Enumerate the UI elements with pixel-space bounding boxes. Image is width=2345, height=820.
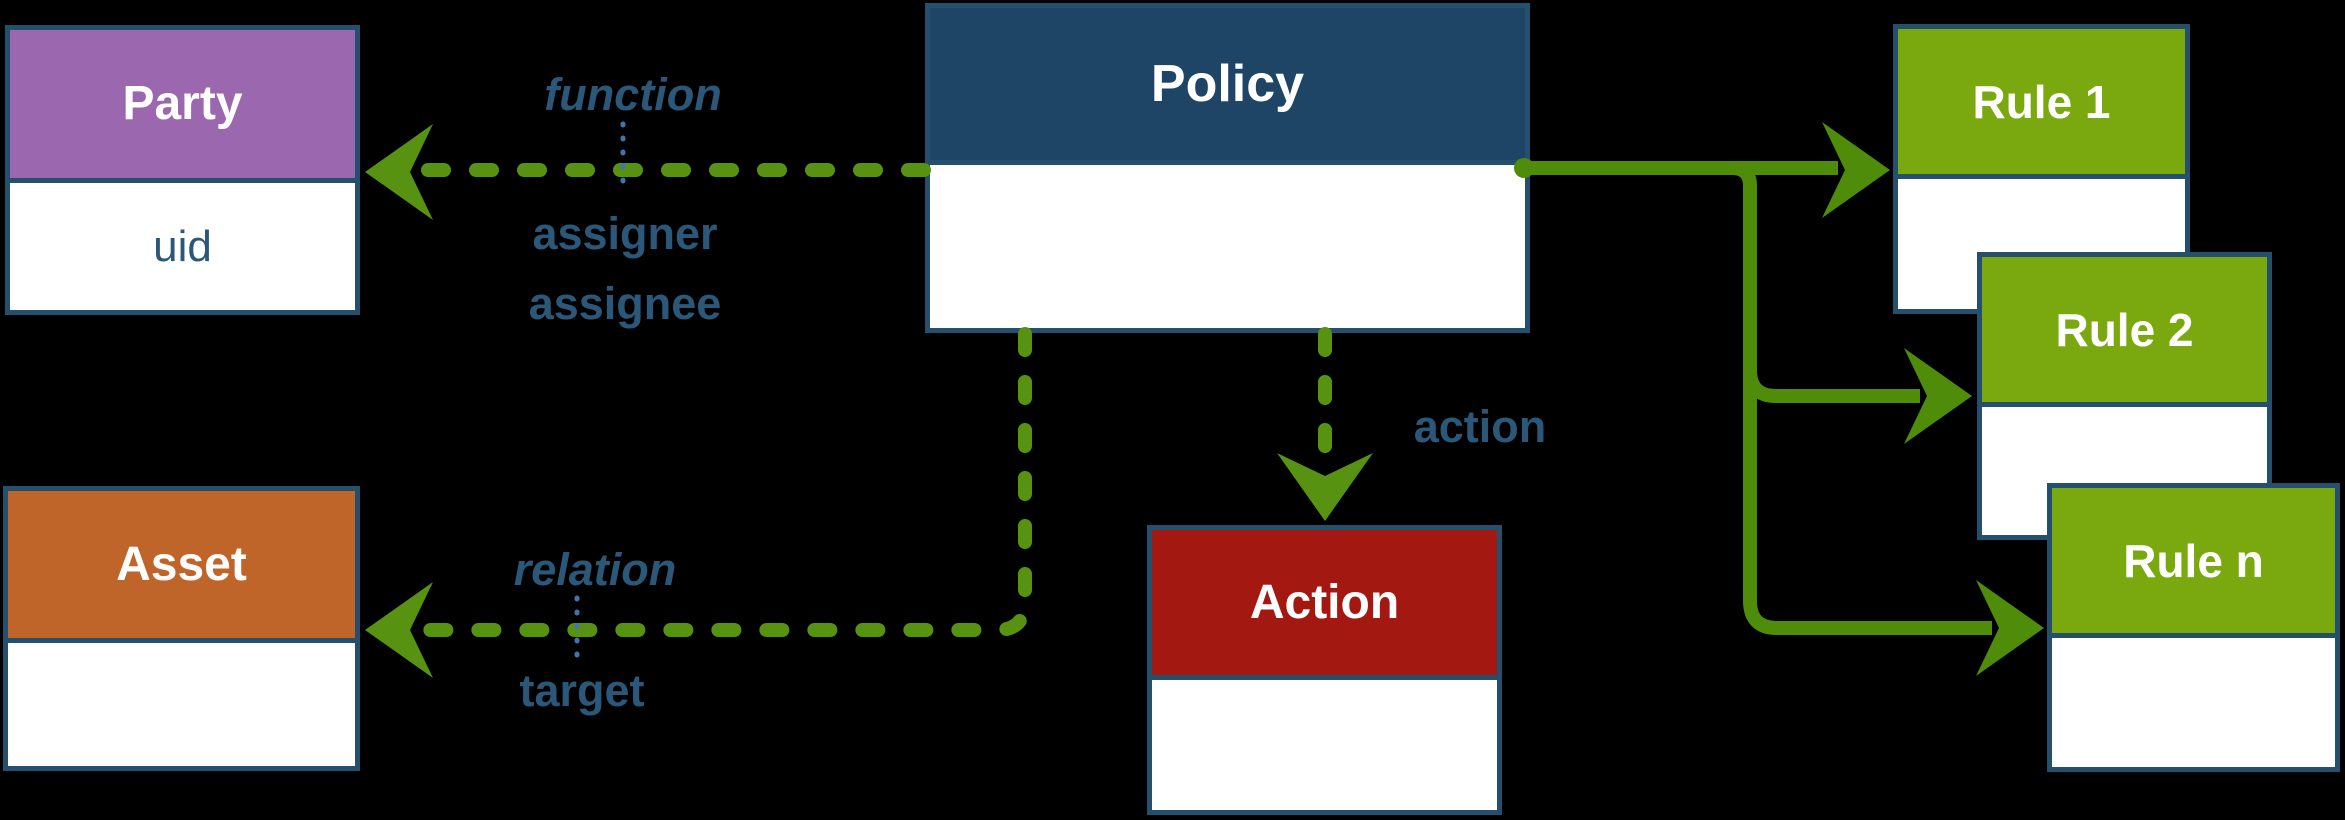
party-header: Party (10, 30, 355, 183)
edge-label-relation: relation (513, 544, 677, 595)
rule-2-header: Rule 2 (1982, 257, 2267, 407)
asset-body (8, 643, 355, 766)
rule-1-header: Rule 1 (1898, 29, 2185, 179)
rule-n-box: Rule n (2047, 483, 2340, 772)
asset-title: Asset (116, 537, 247, 591)
edge-label-action: action (1413, 401, 1547, 452)
party-arrowhead-icon (365, 124, 433, 220)
edge-label-target: target (519, 665, 645, 716)
policy-to-rule2-arrow (1731, 161, 1920, 403)
policy-to-rulen-arrow (1743, 360, 1992, 635)
asset-header: Asset (8, 491, 355, 643)
policy-box: Policy (925, 3, 1530, 333)
action-header: Action (1152, 530, 1497, 680)
party-attribute-uid: uid (153, 221, 212, 271)
rulen-arrowhead-icon (1976, 580, 2044, 676)
action-box: Action (1147, 525, 1502, 815)
asset-box: Asset (3, 486, 360, 771)
rule2-arrowhead-icon (1904, 348, 1972, 444)
rule-n-body (2052, 638, 2335, 767)
party-body: uid (10, 183, 355, 310)
party-title: Party (122, 77, 243, 130)
action-body (1152, 680, 1497, 810)
asset-arrowhead-icon (365, 582, 433, 678)
action-arrowhead-icon (1277, 453, 1373, 521)
rule-2-title: Rule 2 (2055, 303, 2194, 356)
rule-1-title: Rule 1 (1972, 75, 2111, 128)
policy-header: Policy (930, 8, 1525, 165)
rule-n-header: Rule n (2052, 488, 2335, 638)
action-title: Action (1249, 575, 1400, 629)
edge-label-assigner: assigner (532, 208, 718, 259)
rule-n-title: Rule n (2123, 534, 2264, 587)
edge-label-function: function (544, 69, 722, 120)
rule1-arrowhead-icon (1822, 122, 1890, 218)
policy-title: Policy (1150, 55, 1305, 113)
policy-body (930, 165, 1525, 328)
edge-label-assignee: assignee (528, 278, 722, 329)
party-box: Party uid (5, 25, 360, 315)
